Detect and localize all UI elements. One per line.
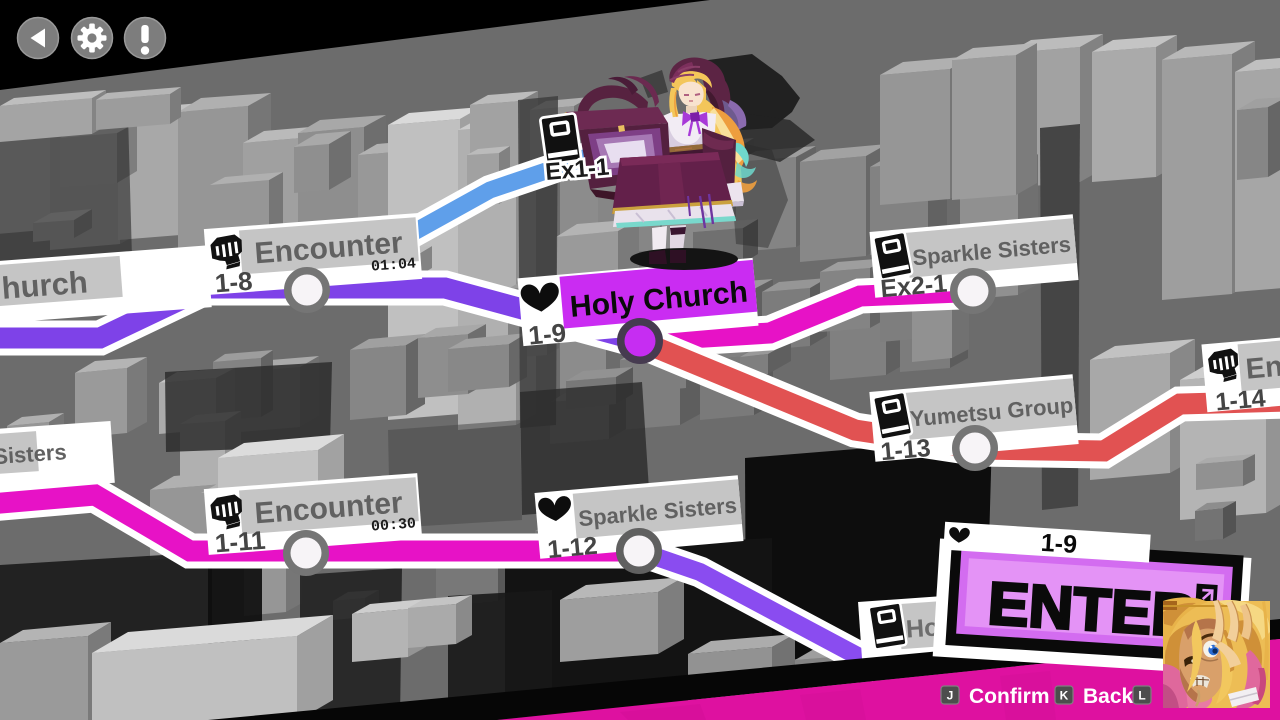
svg-text:1-12: 1-12 [546, 532, 598, 564]
svg-text:1-13: 1-13 [879, 434, 931, 466]
svg-text:1-9: 1-9 [527, 317, 567, 350]
svg-text:Confirm: Confirm [969, 685, 1050, 708]
svg-text:ENTER: ENTER [986, 570, 1198, 650]
svg-text:hurch: hurch [0, 264, 89, 305]
svg-text:1-8: 1-8 [214, 266, 254, 299]
svg-text:Back: Back [1083, 685, 1134, 708]
svg-text:Ex1-1: Ex1-1 [544, 153, 610, 185]
svg-text:Ex2-1: Ex2-1 [879, 270, 948, 304]
svg-text:L: L [1138, 689, 1145, 703]
svg-text:00:30: 00:30 [370, 515, 416, 535]
svg-text:Sisters: Sisters [0, 439, 67, 469]
svg-text:K: K [1060, 689, 1069, 703]
svg-text:1-9: 1-9 [1040, 529, 1078, 559]
svg-text:01:04: 01:04 [370, 255, 416, 275]
svg-text:1-11: 1-11 [214, 525, 267, 559]
svg-text:J: J [947, 689, 954, 703]
svg-text:1-14: 1-14 [1214, 384, 1266, 416]
